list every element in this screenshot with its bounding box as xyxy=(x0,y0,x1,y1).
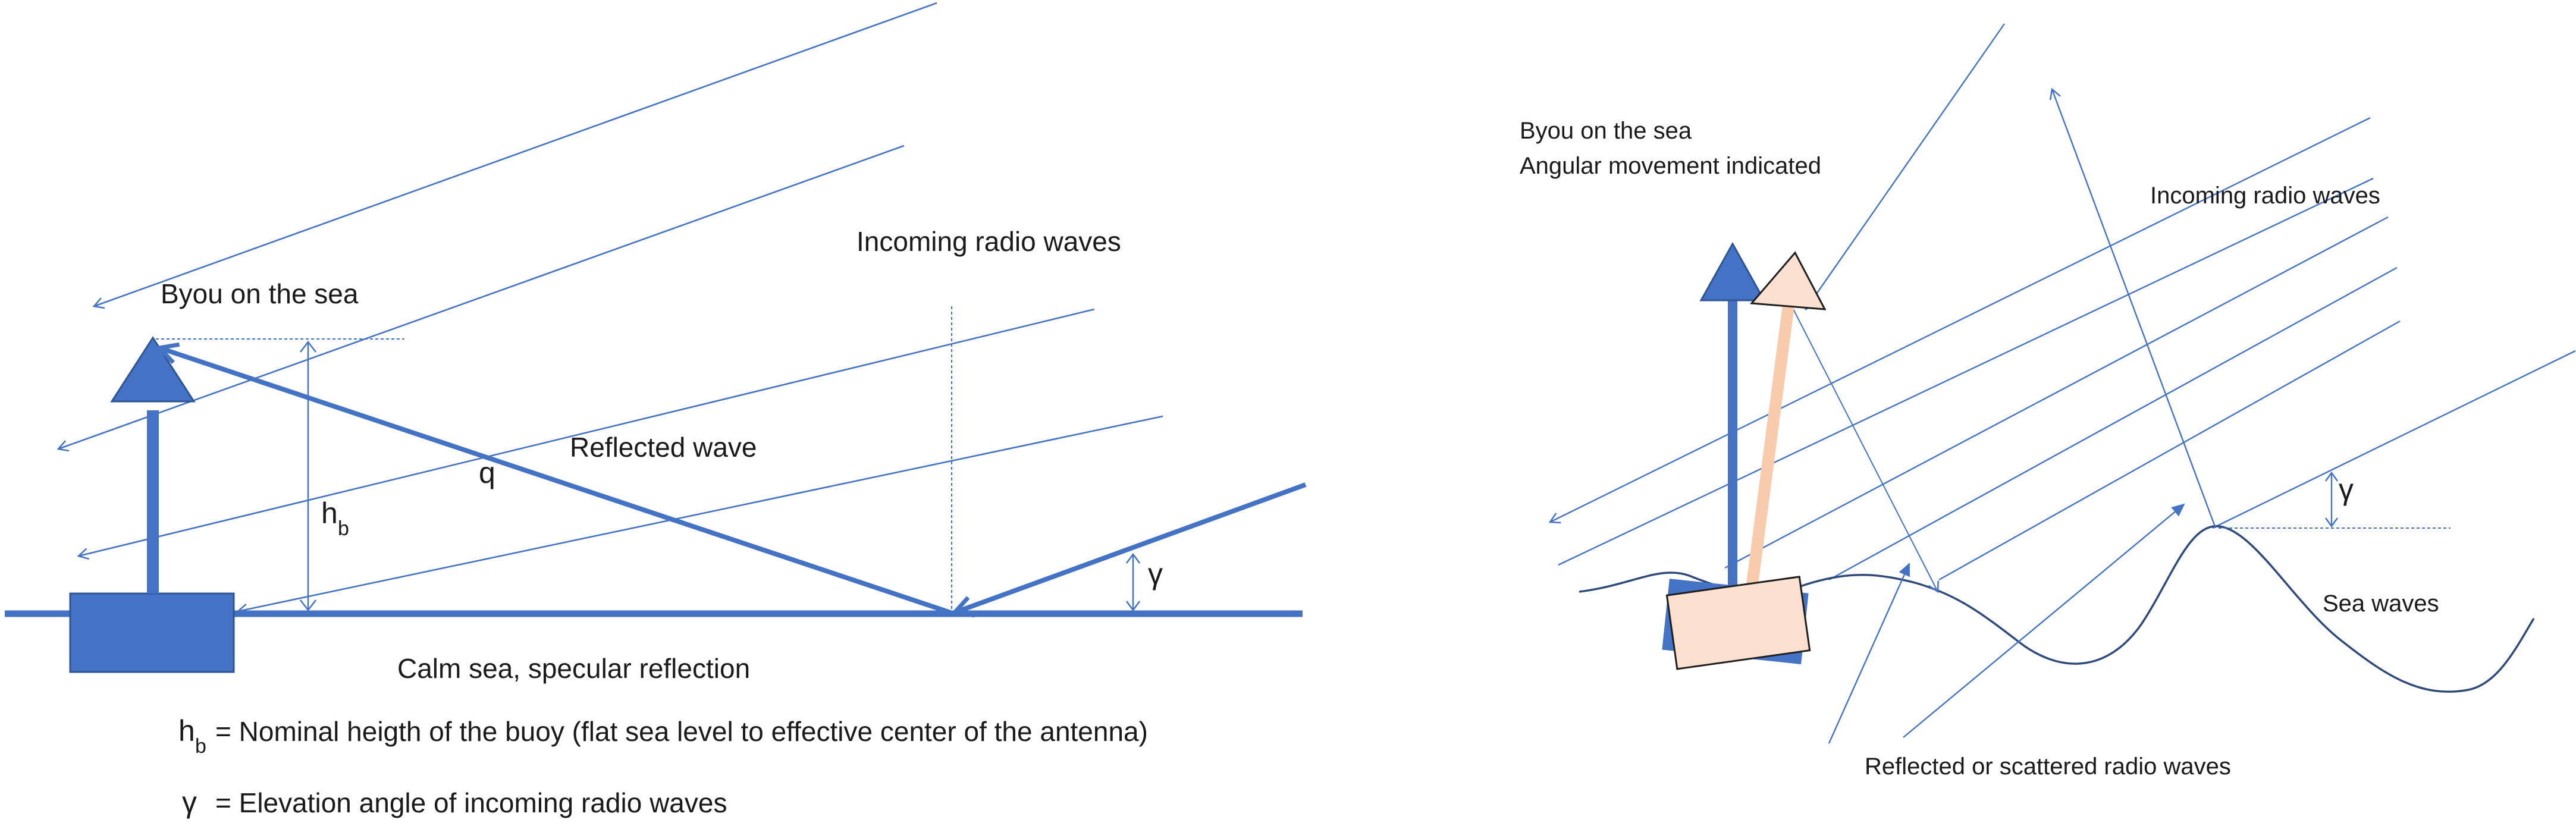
incoming-wave-line xyxy=(2212,350,2576,529)
left-gamma-label: γ xyxy=(1148,557,1163,591)
gamma-arrow-head-top xyxy=(1125,552,1141,564)
hb-arrow-head-top xyxy=(300,340,316,353)
right-incoming-waves xyxy=(1548,23,2576,581)
tilted-buoy-base xyxy=(1665,576,1811,670)
incoming-wave-line xyxy=(1724,216,2389,569)
right-gamma-arrow-head-top xyxy=(2325,471,2338,482)
buoy-antenna-triangle xyxy=(110,336,196,403)
hb-arrow-head-bottom xyxy=(300,599,316,612)
scattered-waves-label: Reflected or scattered radio waves xyxy=(1865,753,2231,780)
incoming-wave-line xyxy=(1828,266,2398,581)
hb-double-arrow xyxy=(300,340,316,612)
incoming-wave-line xyxy=(92,2,937,309)
upright-buoy-antenna-triangle xyxy=(1699,241,1766,301)
scattered-ray xyxy=(1828,563,1910,744)
legend-hb-symbol: h xyxy=(178,714,195,748)
incoming-wave-line xyxy=(1805,23,2005,311)
incoming-wave-line xyxy=(1558,177,2374,566)
incident-ray xyxy=(955,482,1307,613)
right-panel: Byou on the sea Angular movement indicat… xyxy=(1520,23,2576,780)
calm-sea-label: Calm sea, specular reflection xyxy=(397,653,750,684)
gamma-angle-arrow xyxy=(1125,552,1141,612)
incoming-wave-line xyxy=(1938,320,2401,581)
scattered-ray xyxy=(1903,503,2185,738)
tilted-buoy-antenna-triangle xyxy=(1749,251,1827,310)
incoming-wave-line xyxy=(57,145,905,452)
tilted-buoy-mast xyxy=(1746,299,1795,590)
right-incoming-label: Incoming radio waves xyxy=(2150,183,2380,209)
right-gamma-label: γ xyxy=(2339,473,2354,506)
reflected-wave-label: Reflected wave xyxy=(570,432,757,463)
right-buoy-label-line1: Byou on the sea xyxy=(1520,118,1692,144)
left-buoy-label: Byou on the sea xyxy=(161,278,359,309)
tilted-buoy-ray xyxy=(1790,303,1939,593)
left-incoming-waves xyxy=(57,2,1163,615)
buoy-base xyxy=(69,592,235,673)
left-incoming-label: Incoming radio waves xyxy=(856,226,1121,257)
incoming-wave-line xyxy=(1548,117,2371,524)
legend-gamma-text: = Elevation angle of incoming radio wave… xyxy=(215,787,727,818)
scattered-ray-up xyxy=(2049,87,2217,529)
legend-gamma-symbol: γ xyxy=(182,786,197,819)
hb-subscript: b xyxy=(338,517,349,540)
left-panel: h b Incoming radio waves Byou on the sea… xyxy=(5,2,1307,819)
legend-hb-text: = Nominal heigth of the buoy (flat sea l… xyxy=(215,716,1148,747)
incoming-wave-line xyxy=(236,415,1163,615)
incoming-wave-line xyxy=(77,308,1095,560)
legend-hb-subscript: b xyxy=(195,735,206,758)
right-gamma-angle-arrow xyxy=(2325,471,2338,528)
right-gamma-arrow-head-bottom xyxy=(2325,517,2338,528)
gamma-arrow-head-bottom xyxy=(1125,601,1141,612)
hb-symbol: h xyxy=(321,497,338,530)
sea-waves-label: Sea waves xyxy=(2323,591,2439,617)
right-buoy-label-line2: Angular movement indicated xyxy=(1520,153,1821,179)
reflected-ray xyxy=(159,348,952,615)
q-label: q xyxy=(479,456,495,489)
